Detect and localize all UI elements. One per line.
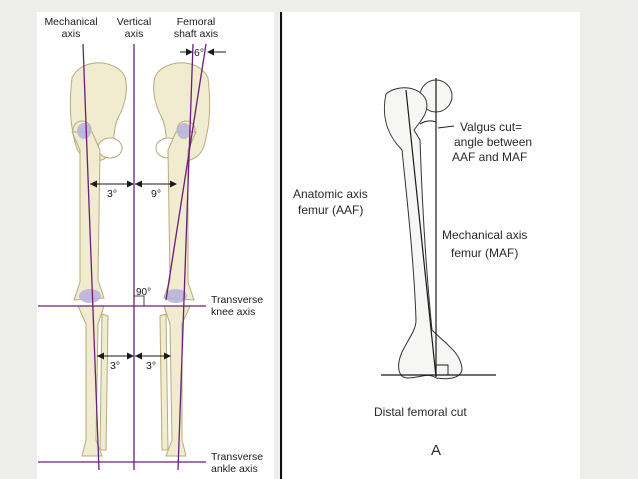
femur-right-angle-marker — [436, 364, 449, 375]
left-mechanical-axis-line — [82, 43, 100, 471]
right-angle-marker — [134, 295, 145, 306]
mechanical-axis-femur-label-2: femur (MAF) — [451, 246, 518, 260]
femur-outline — [383, 79, 463, 380]
panel-letter: A — [431, 442, 441, 459]
mechanical-axis-label-2: axis — [62, 28, 81, 40]
left-tibia — [77, 305, 109, 457]
right-tibia — [159, 305, 191, 457]
angle-label-knee: 90° — [136, 287, 151, 298]
vertical-axis-label-1: Vertical — [117, 16, 151, 28]
mechanical-axis-femur-label-1: Mechanical axis — [442, 228, 527, 242]
angle-label-hip-left: 3° — [107, 188, 117, 200]
right-mechanical-axis-line — [177, 43, 194, 471]
femur-axes — [381, 78, 496, 378]
vertical-axis-label-2: axis — [125, 28, 144, 40]
anatomic-axis-label-1: Anatomic axis — [293, 187, 368, 201]
mechanical-axis-label-1: Mechanical — [44, 16, 97, 28]
anatomic-axis-label-2: femur (AAF) — [298, 203, 363, 217]
axis-lines — [38, 43, 207, 471]
transverse-ankle-axis-label-2: ankle axis — [211, 463, 258, 475]
angle-label-hip-right: 9° — [151, 188, 161, 200]
valgus-label-2: angle between — [454, 135, 532, 149]
valgus-label-1: Valgus cut= — [460, 120, 522, 134]
transverse-knee-axis-label-1: Transverse — [211, 294, 263, 306]
right-pelvis-hemi — [153, 62, 211, 162]
femoral-shaft-axis-label-1: Femoral — [177, 16, 216, 28]
distal-femoral-cut-label: Distal femoral cut — [374, 405, 467, 419]
angle-label-top: 6° — [194, 47, 204, 59]
angle-label-ankle-right: 3° — [146, 360, 156, 372]
panel-divider — [280, 12, 282, 479]
transverse-knee-axis-label-2: knee axis — [211, 306, 255, 318]
valgus-label-3: AAF and MAF — [452, 150, 527, 164]
transverse-ankle-axis-label-1: Transverse — [211, 451, 263, 463]
valgus-angle-arc — [419, 120, 437, 125]
joint-cartilage — [77, 123, 191, 303]
femoral-shaft-axis-line — [165, 43, 207, 301]
femoral-shaft-axis-label-2: shaft axis — [174, 28, 218, 40]
anatomic-axis-femur-line — [405, 89, 437, 378]
valgus-leader-line — [437, 125, 455, 129]
angle-arrows — [90, 48, 226, 360]
angle-label-ankle-left: 3° — [110, 360, 120, 372]
